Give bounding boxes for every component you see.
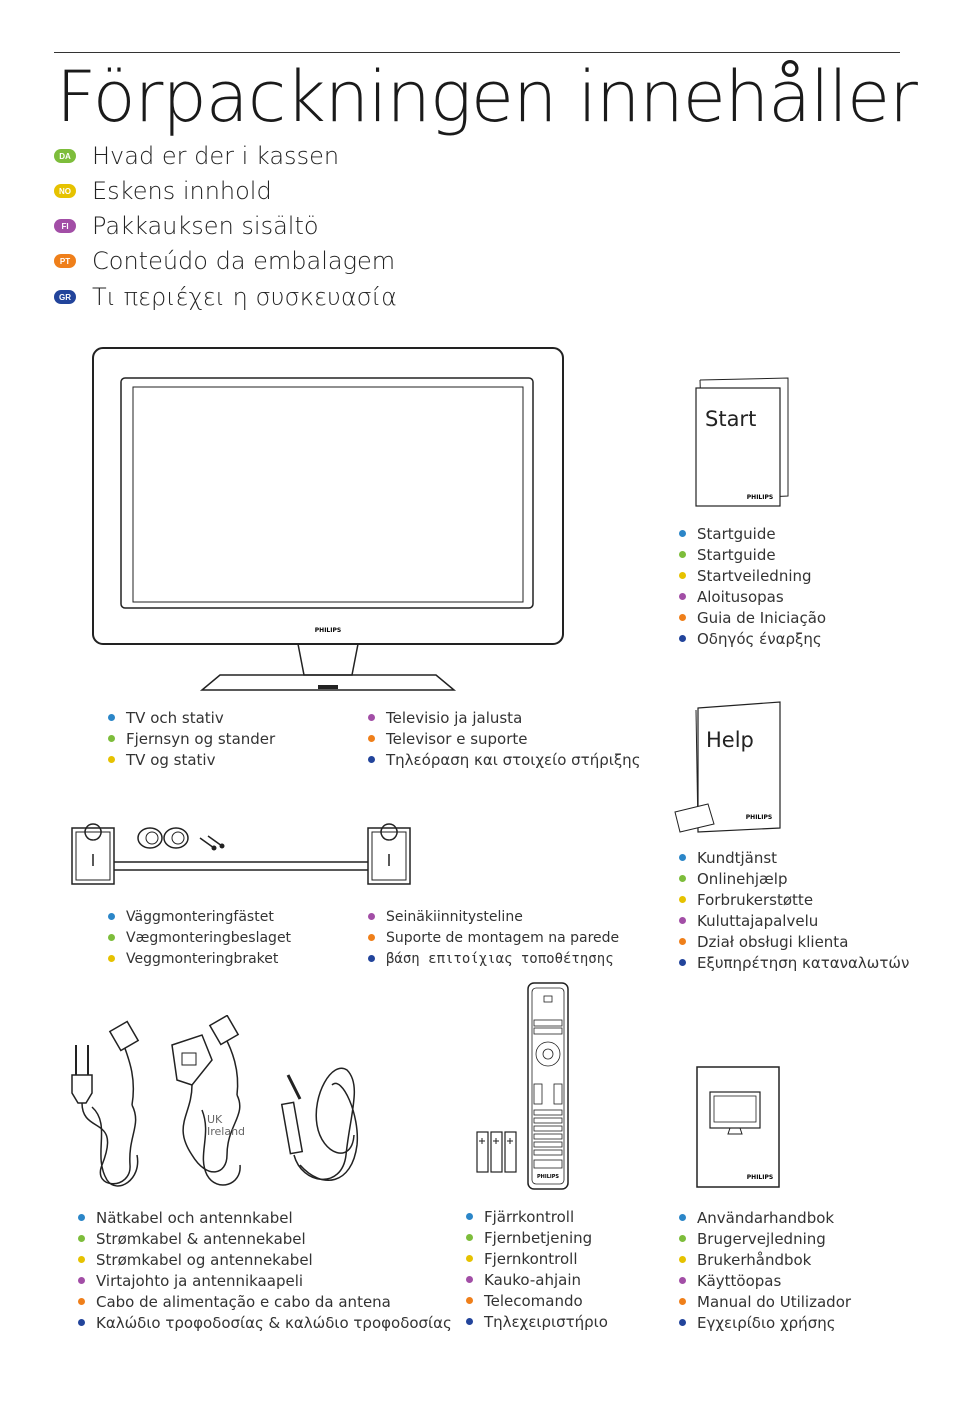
list-item: Televisio ja jalusta	[368, 707, 641, 728]
wall-list-col2: Seinäkiinnitysteline Suporte de montagem…	[368, 906, 619, 969]
list-item: Οδηγός έναρξης	[679, 628, 826, 649]
list-item: Suporte de montagem na parede	[368, 927, 619, 948]
list-item: Vægmonteringbeslaget	[108, 927, 291, 948]
list-item: Televisor e suporte	[368, 728, 641, 749]
tv-list-col2: Televisio ja jalusta Televisor e suporte…	[368, 707, 641, 770]
list-item: Brugervejledning	[679, 1228, 851, 1249]
list-item: Kuluttajapalvelu	[679, 910, 909, 931]
lang-heading-fi: Pakkauksen sisältö	[92, 212, 319, 240]
start-booklet-illustration: Start PHILIPS	[695, 377, 789, 507]
tv-illustration: PHILIPS	[92, 347, 564, 691]
list-item: Virtajohto ja antennikaapeli	[78, 1270, 452, 1291]
list-item: Aloitusopas	[679, 586, 826, 607]
list-item: Τηλεχειριστήριο	[466, 1311, 608, 1332]
list-item: βάση επιτοίχιας τοποθέτησης	[368, 948, 619, 969]
lang-badge-fi: FI	[54, 219, 76, 233]
list-item: Strømkabel og antennekabel	[78, 1249, 452, 1270]
remote-list: Fjärrkontroll Fjernbetjening Fjernkontro…	[466, 1206, 608, 1332]
list-item: Kundtjänst	[679, 847, 909, 868]
list-item: Telecomando	[466, 1290, 608, 1311]
cables-list: Nätkabel och antennkabel Strømkabel & an…	[78, 1207, 452, 1333]
list-item: Startguide	[679, 523, 826, 544]
help-booklet-label: Help	[706, 728, 754, 752]
lang-badge-pt: PT	[54, 254, 76, 268]
lang-row-pt: PT Conteúdo da embalagem	[54, 245, 395, 277]
list-item: Fjernbetjening	[466, 1227, 608, 1248]
list-item: Seinäkiinnitysteline	[368, 906, 619, 927]
list-item: TV og stativ	[108, 749, 275, 770]
list-item: Väggmonteringfästet	[108, 906, 291, 927]
cables-illustration	[71, 1015, 359, 1187]
manual-list: Användarhandbok Brugervejledning Brukerh…	[679, 1207, 851, 1333]
tv-brand-label: PHILIPS	[315, 627, 341, 634]
list-item: Användarhandbok	[679, 1207, 851, 1228]
remote-illustration: PHILIPS	[476, 982, 569, 1190]
lang-badge-no: NO	[54, 184, 76, 198]
lang-heading-gr: Τι περιέχει η συσκευασία	[92, 283, 398, 311]
list-item: Brukerhåndbok	[679, 1249, 851, 1270]
list-item: Strømkabel & antennekabel	[78, 1228, 452, 1249]
list-item: Nätkabel och antennkabel	[78, 1207, 452, 1228]
list-item: Τηλεόραση και στοιχείο στήριξης	[368, 749, 641, 770]
list-item: Veggmonteringbraket	[108, 948, 291, 969]
lang-badge-da: DA	[54, 149, 76, 163]
manual-brand-label: PHILIPS	[747, 1174, 773, 1181]
start-list: Startguide Startguide Startveiledning Al…	[679, 523, 826, 649]
tv-list-col1: TV och stativ Fjernsyn og stander TV og …	[108, 707, 275, 770]
list-item: Fjärrkontroll	[466, 1206, 608, 1227]
list-item: TV och stativ	[108, 707, 275, 728]
list-item: Καλώδιο τροφοδοσίας & καλώδιο τροφοδοσία…	[78, 1312, 452, 1333]
lang-row-da: DA Hvad er der i kassen	[54, 140, 339, 172]
help-list: Kundtjänst Onlinehjælp Forbrukerstøtte K…	[679, 847, 909, 973]
lang-heading-da: Hvad er der i kassen	[92, 142, 340, 170]
lang-row-gr: GR Τι περιέχει η συσκευασία	[54, 281, 397, 313]
list-item: Onlinehjælp	[679, 868, 909, 889]
list-item: Dział obsługi klienta	[679, 931, 909, 952]
lang-row-fi: FI Pakkauksen sisältö	[54, 210, 319, 242]
top-rule	[54, 52, 900, 53]
lang-row-no: NO Eskens innhold	[54, 175, 272, 207]
lang-heading-no: Eskens innhold	[92, 177, 272, 205]
list-item: Startveiledning	[679, 565, 826, 586]
uk-ireland-label: UK Ireland	[207, 1113, 246, 1138]
user-manual-illustration: PHILIPS	[696, 1066, 780, 1188]
start-booklet-label: Start	[705, 407, 756, 431]
lang-badge-gr: GR	[54, 290, 76, 304]
list-item: Startguide	[679, 544, 826, 565]
list-item: Fjernsyn og stander	[108, 728, 275, 749]
list-item: Cabo de alimentação e cabo da antena	[78, 1291, 452, 1312]
list-item: Εγχειρίδιο χρήσης	[679, 1312, 851, 1333]
list-item: Manual do Utilizador	[679, 1291, 851, 1312]
wall-mount-illustration	[71, 823, 411, 885]
start-booklet-brand: PHILIPS	[747, 494, 773, 501]
list-item: Käyttöopas	[679, 1270, 851, 1291]
list-item: Forbrukerstøtte	[679, 889, 909, 910]
remote-brand-label: PHILIPS	[537, 1174, 559, 1180]
help-booklet-illustration: Help PHILIPS	[674, 701, 781, 833]
lang-heading-pt: Conteúdo da embalagem	[92, 247, 396, 275]
list-item: Εξυπηρέτηση καταναλωτών	[679, 952, 909, 973]
help-booklet-brand: PHILIPS	[746, 814, 772, 821]
page-title: Förpackningen innehåller	[56, 56, 918, 138]
wall-list-col1: Väggmonteringfästet Vægmonteringbeslaget…	[108, 906, 291, 969]
list-item: Guia de Iniciação	[679, 607, 826, 628]
list-item: Kauko-ahjain	[466, 1269, 608, 1290]
list-item: Fjernkontroll	[466, 1248, 608, 1269]
